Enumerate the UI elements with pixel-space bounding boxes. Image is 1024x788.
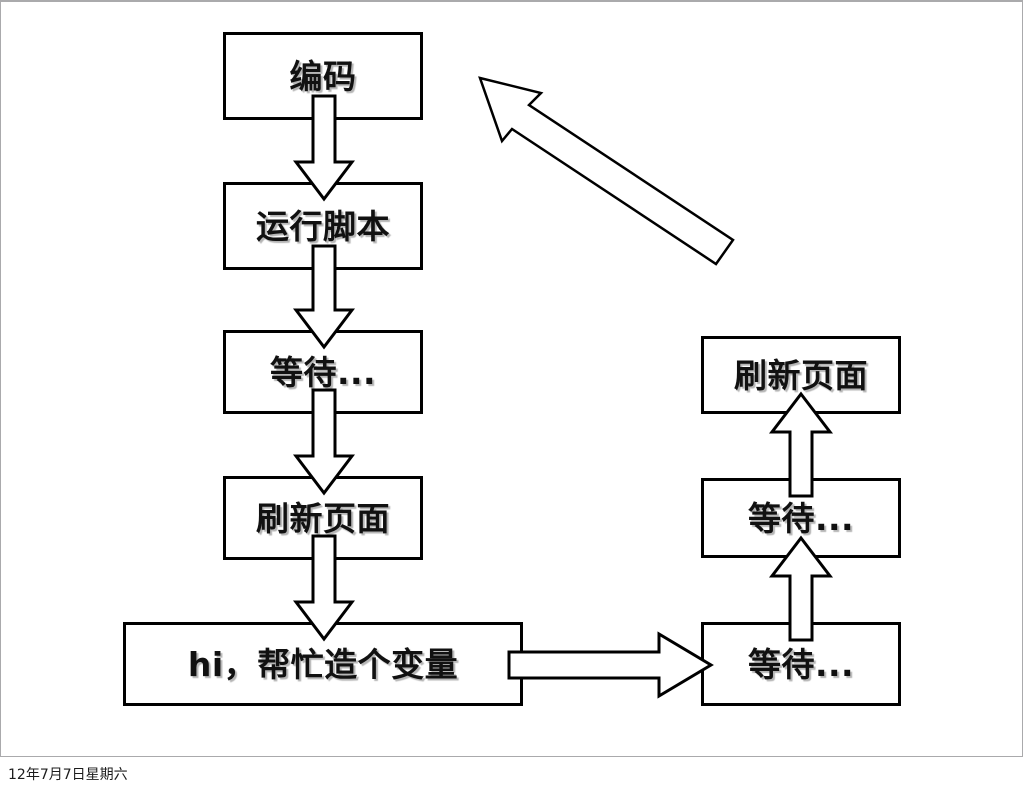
arrow-down-icon: [292, 94, 356, 202]
flow-box-label: 刷新页面: [256, 498, 390, 538]
flow-box-label: 运行脚本: [256, 206, 390, 246]
arrow-up-icon: [768, 391, 834, 498]
slide-date-footer: 12年7月7日星期六: [8, 767, 128, 783]
flow-box-label: 等待...: [269, 352, 377, 392]
flow-box-refresh-right[interactable]: 刷新页面: [701, 336, 901, 414]
arrow-up-left-feedback-icon: [471, 72, 751, 282]
arrow-down-icon: [292, 388, 356, 496]
flow-box-label: 等待...: [747, 498, 855, 538]
slide-frame: 编码 运行脚本 等待... 刷新页面 hi，帮忙造个变量 刷新页面 等待... …: [0, 0, 1023, 757]
arrow-down-icon: [292, 244, 356, 350]
arrow-down-icon: [292, 534, 356, 642]
arrow-up-icon: [768, 535, 834, 642]
flowchart-diagram: 编码 运行脚本 等待... 刷新页面 hi，帮忙造个变量 刷新页面 等待... …: [1, 2, 1024, 762]
flow-box-label: 编码: [289, 56, 357, 96]
flow-box-label: 等待...: [747, 644, 855, 684]
flow-box-label: hi，帮忙造个变量: [187, 644, 459, 684]
flow-box-label: 刷新页面: [734, 355, 868, 395]
arrow-right-icon: [507, 630, 717, 700]
